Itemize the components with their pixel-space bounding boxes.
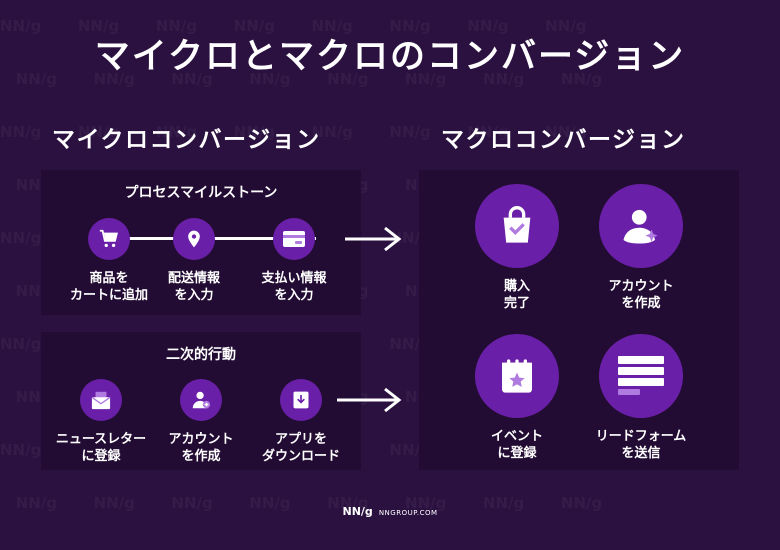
arrow-right-icon xyxy=(337,387,402,413)
macro-lead-form: リードフォーム を送信 xyxy=(585,334,697,462)
step-add-to-cart: 商品を カートに追加 xyxy=(54,218,164,304)
step-payment-info: 支払い情報 を入力 xyxy=(239,218,349,304)
nng-logo: NN/g xyxy=(342,505,373,518)
process-milestones-panel: プロセスマイルストーン 商品を カートに追加 配送情報 を入力 支払い情報 を入… xyxy=(41,170,361,315)
step-newsletter: ニュースレター に登録 xyxy=(46,379,156,465)
macro-event-signup: イベント に登録 xyxy=(461,334,573,462)
step-label: アプリを ダウンロード xyxy=(261,432,340,464)
step-label: アカウント を作成 xyxy=(168,432,234,464)
form-icon xyxy=(599,334,683,418)
step-shipping-info: 配送情報 を入力 xyxy=(139,218,249,304)
shopping-bag-check-icon xyxy=(475,184,559,268)
macro-create-account: アカウント を作成 xyxy=(585,184,697,312)
shopping-cart-icon xyxy=(88,218,130,260)
macro-label: リードフォーム を送信 xyxy=(595,429,687,461)
location-pin-icon xyxy=(173,218,215,260)
process-milestones-title: プロセスマイルストーン xyxy=(124,185,278,201)
page-title: マイクロとマクロのコンバージョン xyxy=(94,37,686,77)
step-label: 支払い情報 を入力 xyxy=(261,271,327,303)
secondary-actions-title: 二次的行動 xyxy=(166,347,236,363)
step-label: ニュースレター に登録 xyxy=(55,432,147,464)
download-icon xyxy=(280,379,322,421)
secondary-actions-panel: 二次的行動 ニュースレター に登録 アカウント を作成 アプリを ダウンロード xyxy=(41,332,361,470)
micro-conversion-heading: マイクロコンバージョン xyxy=(52,127,321,153)
step-label: 配送情報 を入力 xyxy=(167,271,220,303)
step-label: 商品を カートに追加 xyxy=(69,271,148,303)
step-create-account: アカウント を作成 xyxy=(146,379,256,465)
credit-card-icon xyxy=(273,218,315,260)
macro-label: 購入 完了 xyxy=(503,279,530,311)
step-download-app: アプリを ダウンロード xyxy=(246,379,356,465)
site-url: NNGROUP.COM xyxy=(378,509,438,517)
calendar-star-icon xyxy=(475,334,559,418)
arrow-right-icon xyxy=(345,226,402,252)
envelope-icon xyxy=(80,379,122,421)
macro-conversions-panel: 購入 完了 アカウント を作成 イベント に登録 リードフォーム を送信 xyxy=(419,170,739,470)
macro-label: イベント に登録 xyxy=(490,429,543,461)
user-sparkle-icon xyxy=(599,184,683,268)
footer: NN/g NNGROUP.COM xyxy=(0,505,780,518)
add-user-icon xyxy=(180,379,222,421)
macro-conversion-heading: マクロコンバージョン xyxy=(441,127,686,153)
macro-label: アカウント を作成 xyxy=(608,279,674,311)
macro-purchase: 購入 完了 xyxy=(461,184,573,312)
process-track-line xyxy=(116,237,316,240)
